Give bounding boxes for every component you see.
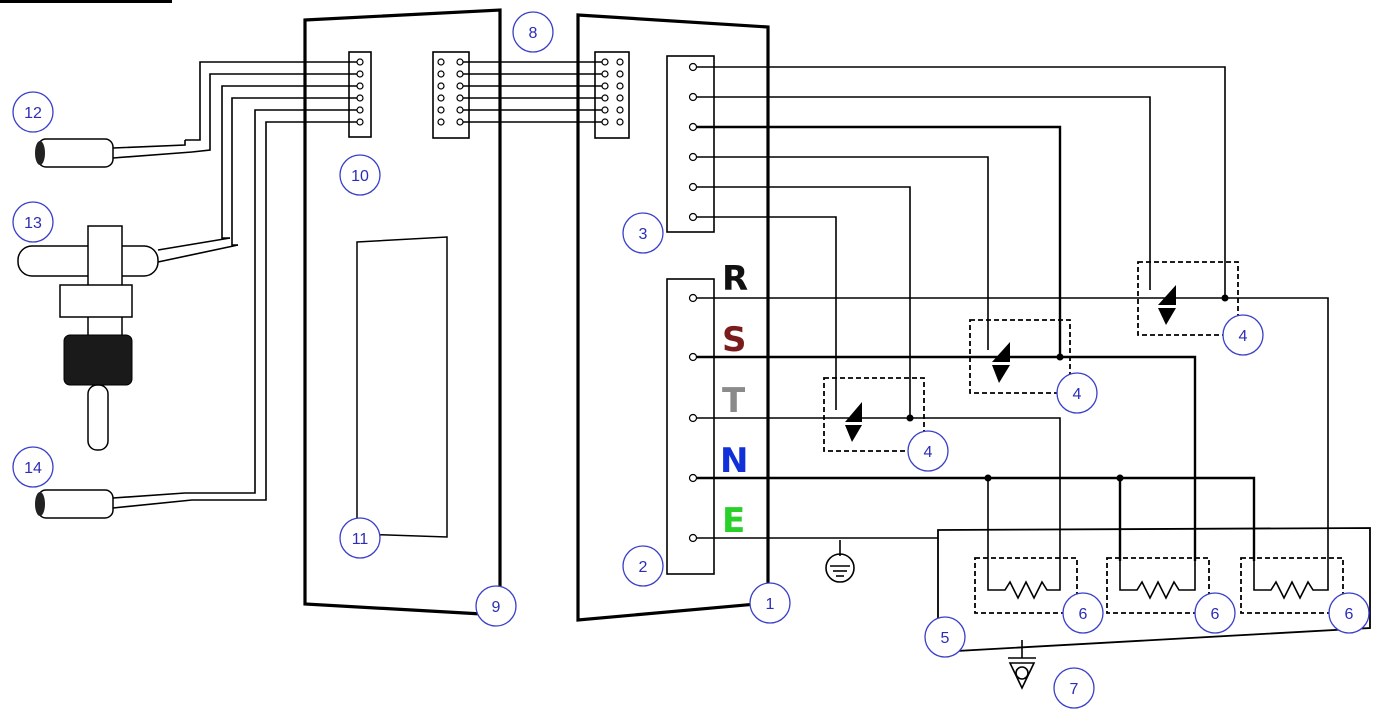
control-terminal-strip bbox=[666, 55, 715, 233]
phase-label-t: T bbox=[722, 381, 746, 421]
control-wiring bbox=[693, 66, 1226, 418]
callout-5: 5 bbox=[924, 616, 966, 658]
door-connector-block bbox=[348, 51, 372, 138]
phase-label-e: E bbox=[722, 501, 745, 541]
control-terminals bbox=[688, 62, 698, 222]
door-plug-connector bbox=[432, 51, 470, 139]
svg-text:2: 2 bbox=[639, 559, 648, 576]
callout-1: 1 bbox=[749, 582, 791, 624]
svg-text:3: 3 bbox=[639, 226, 648, 243]
svg-text:6: 6 bbox=[1079, 606, 1088, 623]
power-terminal-strip bbox=[666, 278, 715, 575]
thermo-fuse-symbol bbox=[1008, 640, 1036, 690]
plug-pins bbox=[437, 58, 624, 126]
callout-14: 14 bbox=[12, 446, 54, 488]
top-left-mark bbox=[0, 0, 172, 3]
svg-text:4: 4 bbox=[1073, 386, 1082, 403]
callout-6c: 6 bbox=[1328, 592, 1370, 634]
callout-4c: 4 bbox=[1222, 314, 1264, 356]
callout-8: 8 bbox=[512, 11, 554, 53]
svg-text:12: 12 bbox=[24, 105, 42, 122]
inter-panel-cable bbox=[460, 61, 605, 123]
callout-4a: 4 bbox=[907, 430, 949, 472]
heater-element-1 bbox=[974, 557, 1078, 614]
callout-11: 11 bbox=[339, 517, 381, 559]
temperature-probe-14 bbox=[35, 489, 193, 519]
callout-6a: 6 bbox=[1062, 592, 1104, 634]
phase-label-r: R bbox=[722, 259, 748, 299]
pressure-switch-13 bbox=[17, 225, 239, 451]
svg-text:6: 6 bbox=[1345, 606, 1354, 623]
heater-element-3 bbox=[1240, 557, 1344, 614]
svg-text:11: 11 bbox=[352, 531, 369, 548]
power-terminals bbox=[688, 293, 698, 543]
svg-text:4: 4 bbox=[1239, 328, 1248, 345]
svg-text:9: 9 bbox=[492, 599, 501, 616]
callout-4b: 4 bbox=[1056, 372, 1098, 414]
ground-symbol bbox=[825, 540, 855, 583]
power-wiring bbox=[693, 297, 1329, 561]
heater-element-2 bbox=[1106, 557, 1210, 614]
phase-label-n: N bbox=[720, 441, 748, 481]
callout-9: 9 bbox=[475, 585, 517, 627]
svg-text:14: 14 bbox=[24, 460, 42, 477]
callout-3: 3 bbox=[622, 212, 664, 254]
cabinet-plug-connector bbox=[594, 51, 630, 139]
solid-state-relay-1 bbox=[823, 377, 925, 452]
phase-label-s: S bbox=[722, 320, 747, 360]
display-window bbox=[356, 236, 448, 538]
callout-7: 7 bbox=[1053, 667, 1095, 709]
callout-13: 13 bbox=[12, 201, 54, 243]
svg-text:1: 1 bbox=[766, 596, 775, 613]
svg-text:10: 10 bbox=[351, 168, 369, 185]
svg-text:7: 7 bbox=[1070, 681, 1079, 698]
svg-text:5: 5 bbox=[941, 630, 950, 647]
callout-12: 12 bbox=[12, 91, 54, 133]
callout-2: 2 bbox=[622, 545, 664, 587]
callout-6b: 6 bbox=[1194, 592, 1236, 634]
svg-text:6: 6 bbox=[1211, 606, 1220, 623]
sensor-wiring bbox=[185, 61, 357, 501]
temperature-probe-12 bbox=[35, 138, 193, 168]
svg-text:13: 13 bbox=[24, 215, 42, 232]
svg-text:4: 4 bbox=[924, 444, 933, 461]
callout-10: 10 bbox=[339, 154, 381, 196]
svg-text:8: 8 bbox=[529, 25, 538, 42]
